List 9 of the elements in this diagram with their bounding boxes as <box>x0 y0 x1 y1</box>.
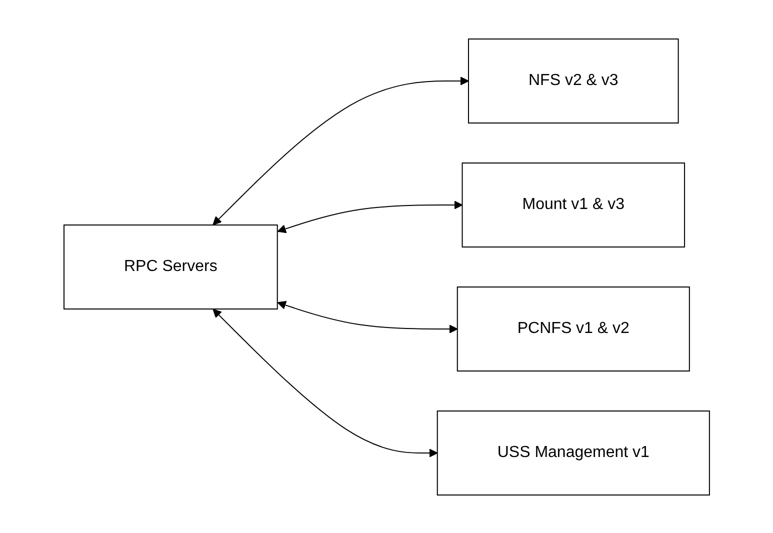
node-box: USS Management v1 <box>436 410 710 495</box>
arrow <box>277 200 462 233</box>
arrow <box>277 300 458 333</box>
node-box: NFS v2 & v3 <box>468 38 679 123</box>
arrow <box>212 76 469 225</box>
node-box: PCNFS v1 & v2 <box>456 286 690 371</box>
arrow <box>212 308 438 457</box>
node-box: Mount v1 & v3 <box>462 162 685 247</box>
node-box: RPC Servers <box>63 224 278 309</box>
